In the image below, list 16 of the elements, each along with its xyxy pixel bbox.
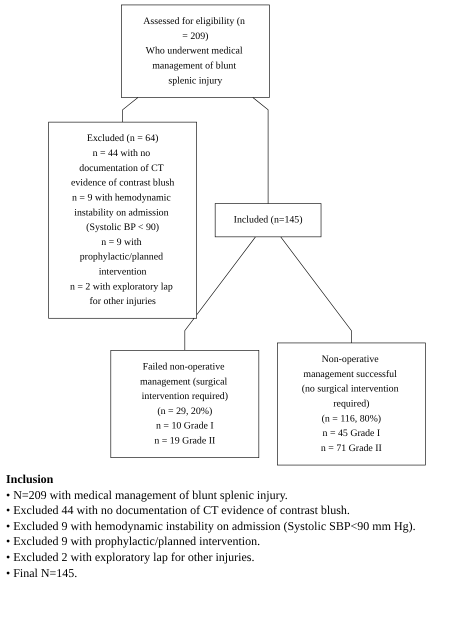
node-box: Assessed for eligibility (n = 209) Who underwent medical management of blunt splenic injury	[121, 4, 270, 98]
bullet-item: • Final N=145.	[6, 566, 78, 582]
connector	[252, 97, 268, 204]
bullet-item: • Excluded 9 with hemodynamic instability on admission (Systolic SBP<90 mm Hg).	[6, 518, 417, 534]
bullet-item: • N=209 with medical management of blunt splenic injury.	[6, 488, 289, 504]
bullet-item: • Excluded 2 with exploratory lap for other injuries.	[6, 550, 256, 566]
connector	[122, 97, 138, 122]
bullet-item: • Excluded 9 with prophylactic/planned intervention.	[6, 534, 262, 550]
connector	[280, 236, 352, 344]
notes-heading: Inclusion	[6, 472, 54, 488]
node-box: Non-operative management successful (no surgical intervention required) (n = 116, 80%) n = 45 Grade I n = 71 Grade II	[277, 342, 426, 466]
connector	[184, 236, 256, 351]
node-box: Excluded (n = 64) n = 44 with no documentation of CT evidence of contrast blush n = 9 with hemodynamic instability on admission (Systolic BP < 90) n = 9 with prophylactic/planned intervention n = 2 with exploratory lap for other injuries	[48, 122, 197, 319]
node-box: Included (n=145)	[214, 203, 322, 238]
node-box: Failed non-operative management (surgical intervention required) (n = 29, 20%) n = 10 Grade I n = 19 Grade II	[110, 350, 260, 458]
bullet-item: • Excluded 44 with no documentation of CT evidence of contrast blush.	[6, 503, 351, 519]
